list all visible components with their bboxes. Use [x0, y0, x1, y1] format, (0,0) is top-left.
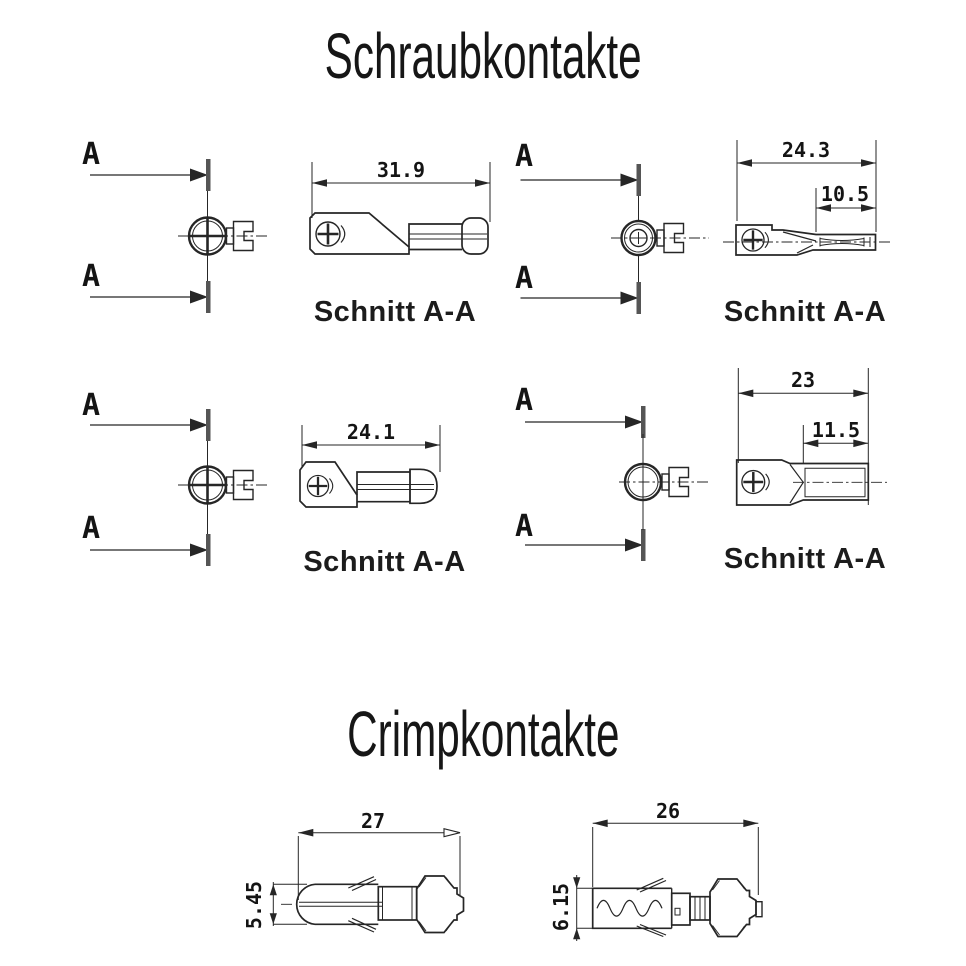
end-view-pin-long: A A — [82, 137, 268, 314]
dimension-overall: 31.9 — [311, 158, 491, 222]
cut-label-bottom: A — [82, 511, 100, 546]
schraubkontakte-title: Schraubkontakte — [0, 24, 966, 88]
cut-arrow-top — [524, 405, 647, 439]
dim-socket-depth: 10.5 — [821, 182, 869, 206]
contact-front-view — [178, 441, 268, 534]
section-view-socket-long: 24.3 10.5 — [723, 138, 893, 256]
cut-arrow-bottom — [519, 281, 642, 315]
section-view-socket-short: 23 11.5 — [735, 368, 887, 506]
crimpkontakte-title-text: Crimpkontakte — [346, 698, 620, 770]
dimension-length: 26 — [592, 799, 759, 895]
screw-bore — [740, 469, 771, 495]
cut-arrow-top — [519, 163, 642, 197]
cut-label-bottom: A — [515, 509, 533, 544]
contact-body — [299, 461, 438, 508]
cut-label-top: A — [515, 383, 533, 418]
cut-label-bottom: A — [515, 261, 533, 296]
cut-arrow-top — [89, 158, 212, 192]
contact-body — [281, 875, 465, 934]
caption-schnitt-1: Schnitt A-A — [313, 296, 477, 328]
contact-body — [735, 459, 887, 506]
dim-diameter: 5.45 — [242, 881, 266, 929]
contact-front-view — [178, 191, 268, 281]
dim-length: 27 — [361, 809, 385, 833]
end-view-pin-short: A A — [82, 388, 268, 567]
cut-arrow-bottom — [89, 533, 212, 567]
end-view-socket-long: A A — [515, 139, 709, 315]
dimension-socket-depth: 10.5 — [815, 182, 876, 232]
caption-schnitt-2: Schnitt A-A — [723, 296, 887, 328]
dim-overall-length: 24.1 — [347, 420, 395, 444]
section-view-pin-short: 24.1 — [299, 420, 441, 508]
cut-label-top: A — [82, 388, 100, 423]
contact-front-view — [619, 434, 709, 530]
caption-schnitt-3: Schnitt A-A — [303, 546, 466, 578]
screw-bore — [314, 220, 347, 248]
end-view-socket-short: A A — [515, 383, 709, 562]
caption-schnitt-4: Schnitt A-A — [723, 543, 887, 575]
dimension-diameter: 5.45 — [242, 881, 307, 929]
cut-arrow-bottom — [524, 528, 647, 562]
cut-arrow-top — [89, 408, 212, 442]
cut-arrow-bottom — [89, 280, 212, 314]
dim-socket-depth: 11.5 — [812, 418, 860, 442]
cut-label-top: A — [515, 139, 533, 174]
contact-body — [309, 212, 489, 255]
dim-diameter: 6.15 — [549, 883, 573, 931]
cut-label-bottom: A — [82, 259, 100, 294]
contact-front-view — [611, 196, 709, 282]
screw-bore — [740, 227, 770, 253]
contact-body — [591, 877, 763, 938]
contact-body — [723, 224, 893, 256]
dimension-socket-depth: 11.5 — [802, 418, 869, 463]
screw-bore — [306, 474, 334, 498]
schraubkontakte-title-text: Schraubkontakte — [324, 20, 642, 92]
crimp-socket-drawing: 26 6.15 — [549, 799, 763, 941]
crimp-pin-drawing: 27 5.45 — [242, 809, 465, 934]
dim-overall-length: 23 — [791, 368, 815, 392]
dim-overall-length: 31.9 — [377, 158, 425, 182]
cut-label-top: A — [82, 137, 100, 172]
section-view-pin-long: 31.9 — [309, 158, 491, 255]
dimension-diameter: 6.15 — [549, 875, 595, 941]
dimension-overall: 24.3 — [736, 138, 877, 232]
crimpkontakte-title: Crimpkontakte — [0, 702, 966, 766]
dimension-length: 27 — [297, 809, 461, 900]
dim-overall-length: 24.3 — [782, 138, 830, 162]
dimension-overall: 24.1 — [301, 420, 441, 472]
dim-length: 26 — [656, 799, 680, 823]
